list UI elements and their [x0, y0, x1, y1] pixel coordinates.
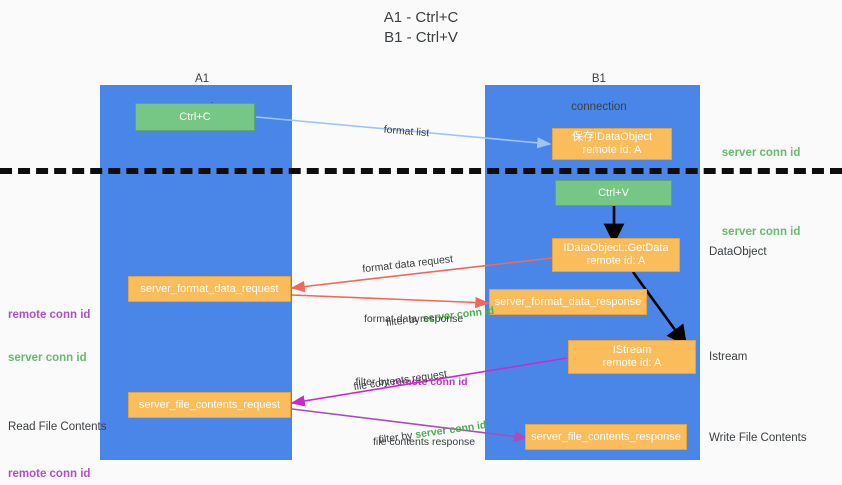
page-title: A1 - Ctrl+C B1 - Ctrl+V	[383, 9, 459, 46]
edge-label-file-contents-response: file contents response filter by remote …	[345, 407, 475, 485]
column-header-a1-name: A1	[195, 73, 210, 85]
label-conn-ids-mid: remote conn id server conn id	[8, 279, 90, 393]
phase-divider	[0, 168, 842, 174]
box-server-format-data-response[interactable]: server_format_data_response	[489, 289, 647, 315]
edge-label-file-contents-request-title: file contents request	[352, 368, 448, 394]
filter-prefix: filter by	[355, 376, 393, 388]
column-header-b1-name: B1	[591, 73, 606, 85]
filter-key-remote-conn-id: remote conn id	[392, 376, 468, 388]
edge-label-format-list: format list	[370, 108, 430, 154]
label-istream: Istream	[709, 351, 748, 363]
box-server-file-contents-response[interactable]: server_file_contents_response	[525, 424, 687, 450]
edge-label-format-data-response-filter: filter by remote conn id	[338, 354, 468, 403]
label-read-file-contents: Read File Contents	[8, 421, 107, 433]
box-server-file-contents-request[interactable]: server_file_contents_request	[128, 392, 291, 418]
remote-conn-id-text: remote conn id	[8, 309, 91, 321]
box-idataobject-getdata[interactable]: IDataObject::GetData remote id: A	[552, 238, 680, 272]
server-conn-id-text: server conn id	[721, 147, 801, 159]
edge-label-format-data-request-title: format data request	[361, 253, 454, 276]
edge-label-format-data-response-title: format data response	[364, 313, 464, 325]
column-header-b1: B1 connection	[485, 58, 700, 128]
edge-label-file-contents-response-filter: filter by remote conn id	[345, 477, 475, 485]
column-header-b1-role: connection	[571, 101, 627, 113]
box-server-format-data-request[interactable]: server_format_data_request	[128, 276, 291, 302]
box-ctrl-v[interactable]: Ctrl+V	[555, 180, 672, 206]
server-conn-id-text: server conn id	[8, 352, 87, 364]
edge-label-format-list-text: format list	[383, 123, 430, 140]
edge-label-file-contents-response-title: file contents response	[373, 436, 476, 448]
box-ctrl-c[interactable]: Ctrl+C	[135, 103, 255, 131]
label-write-file-contents: Write File Contents	[709, 432, 807, 444]
label-read-file-contents-group: Read File Contents remote conn id server…	[8, 392, 106, 485]
server-conn-id-text: server conn id	[721, 226, 801, 238]
label-dataobject: DataObject	[709, 246, 767, 258]
label-server-conn-id-top: server conn id	[709, 131, 801, 176]
edge-label-format-data-response: format data response filter by remote co…	[338, 284, 468, 431]
remote-conn-id-text: remote conn id	[8, 468, 91, 480]
box-istream[interactable]: IStream remote id: A	[568, 340, 696, 374]
box-save-idataobject[interactable]: 保存IDataObject remote id: A	[552, 128, 672, 160]
label-server-conn-id-mid: server conn id	[709, 210, 801, 255]
